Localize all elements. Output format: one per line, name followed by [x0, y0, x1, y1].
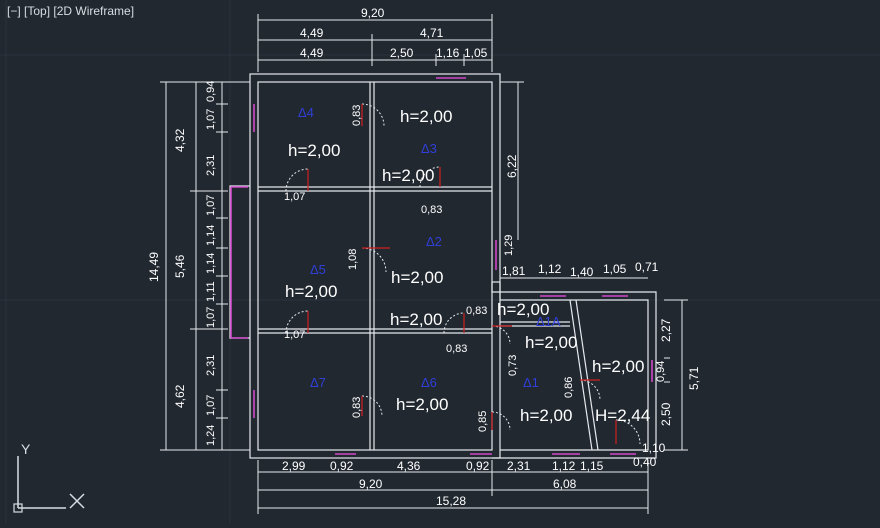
door-width-7: 0,83 [466, 305, 487, 317]
dim-left-s6: 1,14 [205, 253, 217, 274]
room-tag-5[interactable]: Δ5 [310, 262, 326, 277]
dim-left-g3: 4,62 [173, 384, 187, 408]
dim-bottom-h: 0,40 [633, 455, 657, 469]
dim-bottom-d: 0,92 [466, 459, 490, 473]
dim-top-a: 4,49 [300, 26, 324, 40]
height-label-3: h=2,00 [382, 166, 434, 185]
height-label-2: h=2,00 [288, 141, 340, 160]
door-width-3: 0,83 [421, 204, 442, 216]
dim-right-upper: 6,22 [505, 154, 519, 178]
dim-bottom-i: 1,10 [642, 441, 666, 455]
dim-bottom-g: 1,15 [580, 459, 604, 473]
height-label-9: h=2,00 [592, 357, 644, 376]
dim-left-total: 14,49 [147, 252, 161, 282]
dim-right-r1: 2,27 [659, 318, 673, 342]
door-width-10: 0,85 [477, 411, 489, 432]
height-label-5: h=2,00 [285, 282, 337, 301]
height-label-1: h=2,00 [400, 107, 452, 126]
room-tag-1a[interactable]: Δ1A [536, 314, 561, 329]
dim-bottom-f: 1,12 [552, 459, 576, 473]
dim-left-s9: 2,31 [205, 355, 217, 376]
door-width-5: 1,07 [284, 329, 305, 341]
dim-right-lower: 5,71 [687, 366, 701, 390]
room-tag-6[interactable]: Δ6 [421, 375, 437, 390]
dim-annex-c: 1,40 [570, 265, 594, 279]
dim-annex-b: 1,12 [538, 262, 562, 276]
dim-bottom-b: 0,92 [330, 459, 354, 473]
door-width-4: 1,08 [347, 249, 359, 270]
room-tag-3[interactable]: Δ3 [421, 141, 437, 156]
dim-annex-a: 1,81 [502, 264, 526, 278]
dim-annex-e: 0,71 [635, 260, 659, 274]
dim-left-s1: 0,94 [205, 81, 217, 102]
dim-right-r3: 2,50 [659, 402, 673, 426]
windows[interactable] [230, 77, 653, 455]
dim-bottom-a: 2,99 [282, 459, 306, 473]
ucs-y-label: Y [21, 441, 31, 457]
dim-left-g1: 4,32 [173, 128, 187, 152]
dim-left-s10: 1,07 [205, 395, 217, 416]
door-width-1: 0,83 [351, 105, 363, 126]
height-label-7: h=2,00 [497, 300, 549, 319]
doors[interactable] [285, 103, 641, 445]
dim-bottom-j: 9,20 [359, 477, 383, 491]
dim-top-e: 1,16 [436, 46, 460, 60]
room-tag-2[interactable]: Δ2 [426, 234, 442, 249]
dim-left-g2: 5,46 [173, 254, 187, 278]
height-label-10: h=2,00 [396, 395, 448, 414]
ucs-icon: Y [13, 441, 85, 513]
door-width-2: 1,07 [284, 191, 305, 203]
dim-bottom-e: 2,31 [507, 459, 531, 473]
dim-overall-top: 9,20 [361, 6, 385, 20]
dim-bottom-k: 6,08 [553, 477, 577, 491]
door-width-6: 0,83 [446, 343, 467, 355]
dim-left-s4: 1,07 [205, 195, 217, 216]
dim-top-f: 1,05 [464, 46, 488, 60]
door-width-11: 0,86 [563, 377, 575, 398]
height-label-8: h=2,00 [525, 333, 577, 352]
viewport-controls-label[interactable]: [−] [Top] [2D Wireframe] [7, 4, 135, 18]
height-label-4: h=2,00 [391, 268, 443, 287]
dim-annex-d: 1,05 [603, 262, 627, 276]
dim-bottom-total: 15,28 [436, 494, 466, 508]
dim-top-d: 2,50 [390, 46, 414, 60]
dim-right-step: 1,29 [503, 235, 515, 256]
room-tag-7[interactable]: Δ7 [310, 375, 326, 390]
room-tag-1[interactable]: Δ1 [523, 375, 539, 390]
dim-left-s2: 1,07 [205, 109, 217, 130]
dim-left-s11: 1,24 [205, 425, 217, 446]
dim-top-b: 4,71 [420, 26, 444, 40]
walls[interactable] [229, 73, 657, 459]
door-width-9: 0,73 [507, 355, 519, 376]
dim-left-s3: 2,31 [205, 155, 217, 176]
height-label-6: h=2,00 [390, 310, 442, 329]
dim-right-r2: 0,94 [655, 361, 667, 382]
dimension-lines [160, 14, 688, 514]
dim-left-s7: 1,11 [205, 281, 217, 302]
dim-top-c: 4,49 [300, 46, 324, 60]
door-width-8: 0,83 [351, 397, 363, 418]
dim-bottom-c: 4,36 [397, 459, 421, 473]
room-tag-4[interactable]: Δ4 [298, 105, 314, 120]
height-label-11: h=2,00 [520, 406, 572, 425]
height-label-12: H=2,44 [595, 406, 650, 425]
dim-left-s5: 1,14 [205, 225, 217, 246]
dim-left-s8: 1,07 [205, 307, 217, 328]
